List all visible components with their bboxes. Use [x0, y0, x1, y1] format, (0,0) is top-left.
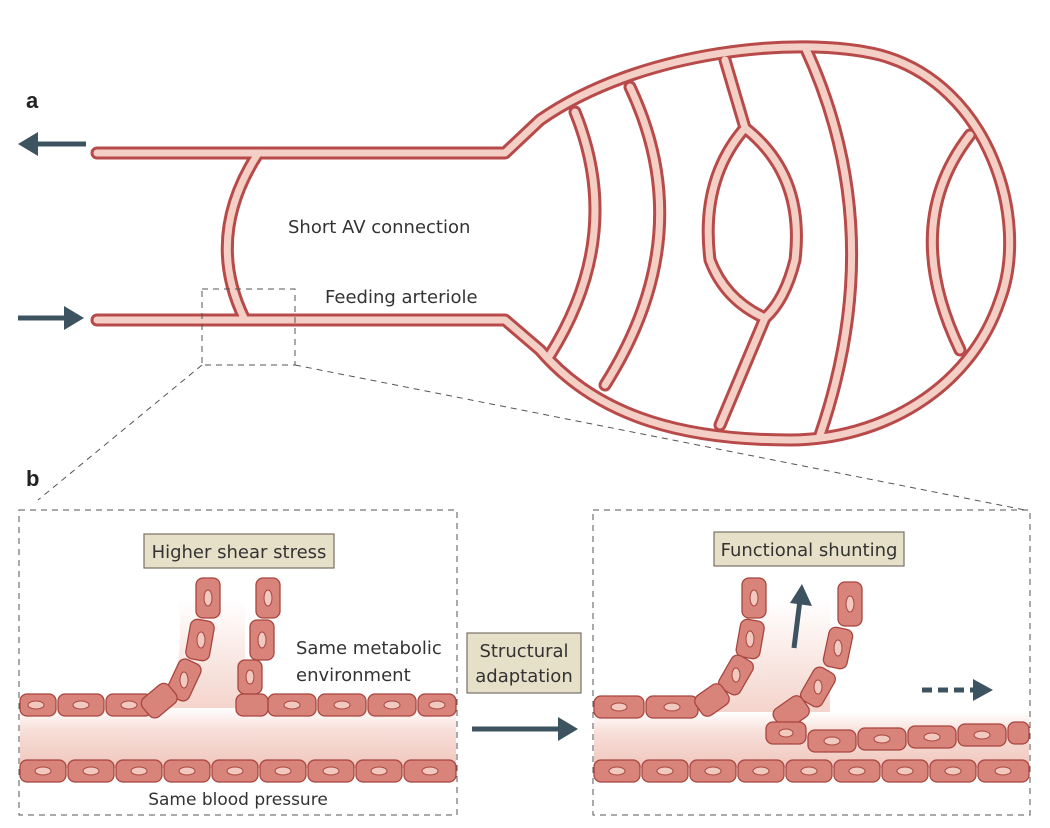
inflow-arrow	[18, 306, 84, 330]
structural-adaptation-line2: adaptation	[475, 666, 572, 687]
functional-shunting-box	[713, 531, 905, 567]
panel-b-letter: b	[26, 466, 39, 491]
same-blood-pressure-label: Same blood pressure	[148, 790, 328, 810]
short-av-connection-label: Short AV connection	[288, 217, 470, 238]
reduced-flow-dashed-arrow	[922, 679, 993, 701]
feeding-arteriole-label: Feeding arteriole	[325, 287, 478, 308]
cell-nuclei-right	[608, 589, 1012, 776]
same-metabolic-label-line2: environment	[296, 665, 411, 686]
cell-nuclei-left	[27, 589, 446, 776]
structural-adaptation-box	[466, 632, 582, 694]
shunt-flow-arrow	[790, 584, 812, 649]
detail-panel-before: Higher shear stress Same metabolic envir…	[18, 509, 458, 816]
zoom-guide-left	[37, 364, 203, 501]
detail-panel-after: Functional shunting	[592, 509, 1031, 816]
outflow-arrow	[18, 132, 86, 156]
higher-shear-stress-label: Higher shear stress	[152, 542, 327, 563]
panel-a-letter: a	[26, 88, 39, 113]
same-metabolic-label-line1: Same metabolic	[296, 638, 442, 659]
vascular-network	[90, 40, 1017, 447]
higher-shear-stress-box	[143, 533, 335, 569]
adaptation-arrow	[472, 717, 578, 741]
zoom-region-box	[201, 288, 296, 366]
upper-endothelial-cells	[19, 577, 457, 719]
zoom-guide-right	[294, 364, 1026, 511]
structural-adaptation-line1: Structural	[479, 641, 568, 662]
functional-shunting-label: Functional shunting	[721, 540, 898, 561]
